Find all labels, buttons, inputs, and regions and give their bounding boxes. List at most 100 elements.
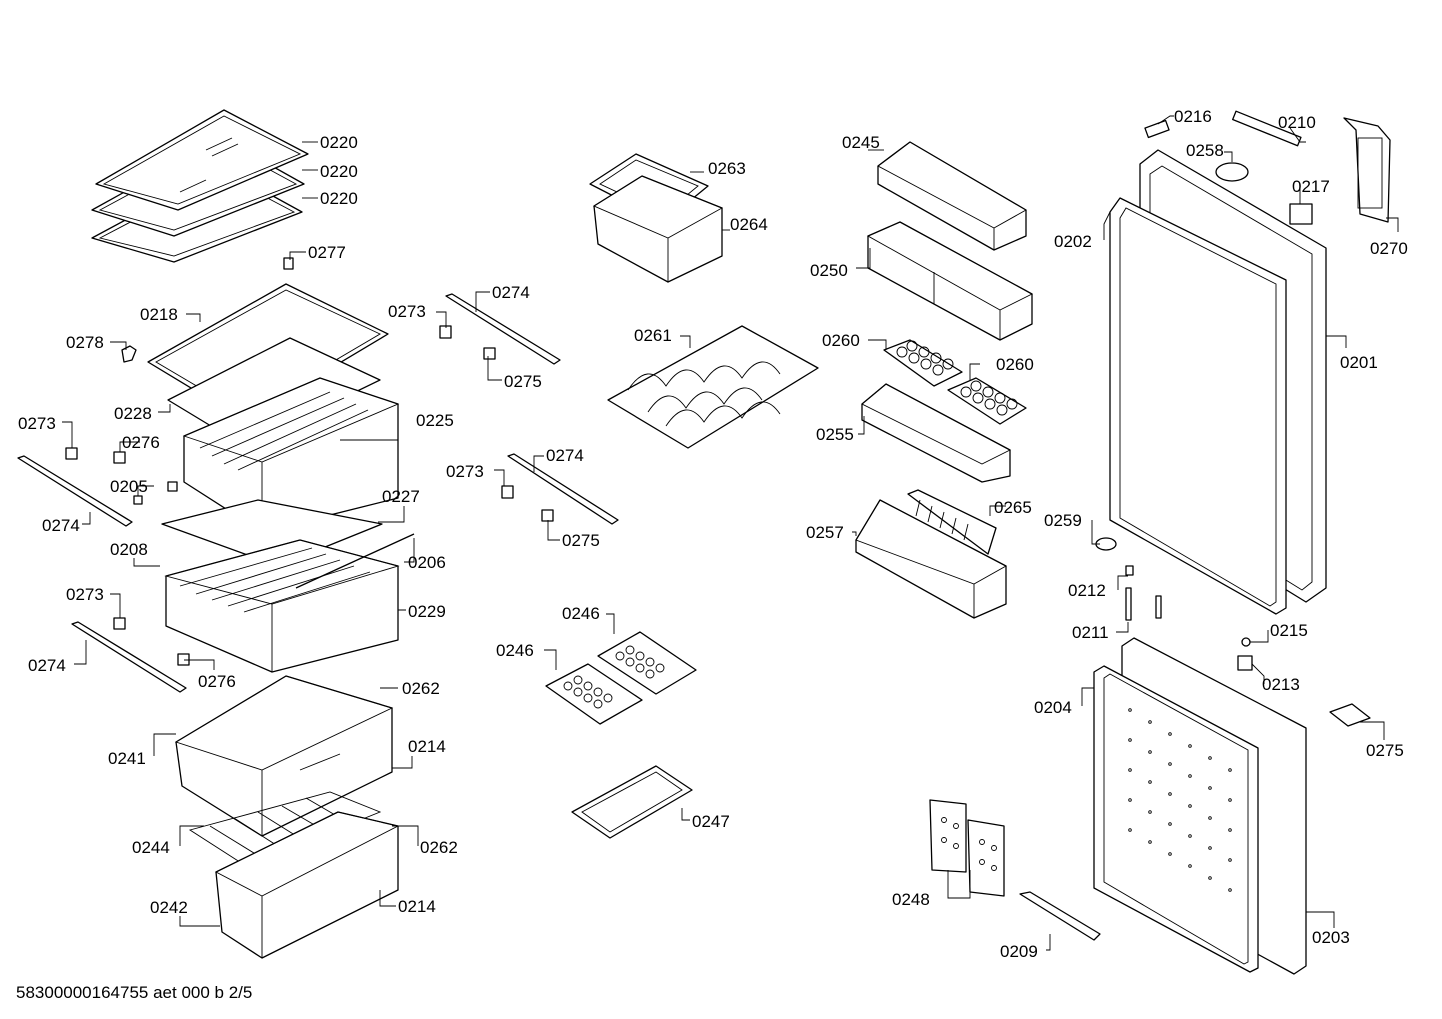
label-0246-b: 0246: [496, 641, 534, 660]
leader-lines: [62, 115, 1399, 951]
label-0273-a: 0273: [18, 414, 56, 433]
label-0247: 0247: [692, 812, 730, 831]
ice-tray-0246-b: [545, 663, 643, 725]
label-0260-b: 0260: [996, 355, 1034, 374]
clip-0277: [283, 257, 294, 270]
label-0241: 0241: [108, 749, 146, 768]
stopper-0205-b: [133, 495, 143, 505]
drawer-0225: [182, 377, 400, 533]
label-0275-b: 0275: [562, 531, 600, 550]
bottle-rack-0261: [607, 325, 819, 449]
label-0210: 0210: [1278, 113, 1316, 132]
label-0250: 0250: [810, 261, 848, 280]
glass-shelf-0220-top: [95, 109, 309, 211]
label-0220-c: 0220: [320, 189, 358, 208]
label-0273-b: 0273: [66, 585, 104, 604]
cold-pack-0248-a: [929, 799, 967, 873]
label-0278: 0278: [66, 333, 104, 352]
label-0215: 0215: [1270, 621, 1308, 640]
runner-rail-0274-center-upper: [445, 293, 561, 365]
ice-tray-0246-a: [597, 631, 697, 695]
label-0274-c: 0274: [492, 283, 530, 302]
label-0275-c: 0275: [1366, 741, 1404, 760]
cover-0258: [1215, 162, 1249, 182]
crisper-drawer-0242: [215, 811, 400, 959]
runner-rail-0274-left-lower: [71, 621, 187, 693]
label-0274-a: 0274: [42, 516, 80, 535]
clip-0275-b: [541, 509, 554, 522]
label-0273-d: 0273: [446, 462, 484, 481]
clip-0275-a: [483, 347, 496, 360]
label-0229: 0229: [408, 602, 446, 621]
trim-strip-0209: [1019, 891, 1101, 941]
clip-0273-b: [113, 617, 126, 630]
divider-0265: [907, 489, 997, 555]
label-0220-b: 0220: [320, 162, 358, 181]
stopper-0205: [167, 481, 178, 492]
label-0261: 0261: [634, 326, 672, 345]
label-0212: 0212: [1068, 581, 1106, 600]
label-0220-a: 0220: [320, 133, 358, 152]
label-0276-b: 0276: [198, 672, 236, 691]
label-0217: 0217: [1292, 177, 1330, 196]
clip-0276-b: [177, 653, 190, 666]
label-0227: 0227: [382, 487, 420, 506]
label-0259: 0259: [1044, 511, 1082, 530]
cold-pack-0248-b: [967, 819, 1005, 897]
cover-0216: [1144, 119, 1170, 139]
label-0263: 0263: [708, 159, 746, 178]
crisper-drawer-0241: [174, 675, 394, 837]
runner-rail-0274-left-upper: [17, 455, 133, 527]
hinge-0270: [1343, 117, 1391, 223]
cover-0275-c: [1329, 703, 1371, 727]
label-0242: 0242: [150, 898, 188, 917]
door-shelf-0245: [877, 141, 1027, 251]
label-0262-a: 0262: [402, 679, 440, 698]
label-0211: 0211: [1072, 623, 1109, 642]
clip-0273-d: [501, 485, 514, 499]
glass-plate-0227: [161, 499, 383, 567]
label-0214-b: 0214: [398, 897, 436, 916]
label-0265: 0265: [994, 498, 1032, 517]
document-footer-code: 58300000164755 aet 000 b 2/5: [16, 983, 252, 1002]
label-0244: 0244: [132, 838, 170, 857]
clip-0273-a: [65, 447, 78, 460]
label-0262-b: 0262: [420, 838, 458, 857]
egg-tray-0260-a: [883, 339, 963, 387]
door-shelf-0257: [855, 499, 1007, 619]
label-0214-a: 0214: [408, 737, 446, 756]
label-0202: 0202: [1054, 232, 1092, 251]
label-0228: 0228: [114, 404, 152, 423]
label-0203: 0203: [1312, 928, 1350, 947]
label-0274-b: 0274: [28, 656, 66, 675]
label-0255: 0255: [816, 425, 854, 444]
egg-tray-0260-b: [947, 377, 1027, 425]
label-0264: 0264: [730, 215, 768, 234]
label-0276-a: 0276: [122, 433, 160, 452]
label-0225: 0225: [416, 411, 454, 430]
label-0248: 0248: [892, 890, 930, 909]
clip-0273-c: [439, 325, 452, 339]
drawer-0229: [164, 539, 400, 673]
label-0206: 0206: [408, 553, 446, 572]
label-0218: 0218: [140, 305, 178, 324]
screw-0211-b: [1155, 595, 1162, 619]
door-shelf-0255: [861, 383, 1011, 483]
label-0204: 0204: [1034, 698, 1072, 717]
washer-0215: [1241, 637, 1251, 647]
label-0208: 0208: [110, 540, 148, 559]
label-0201: 0201: [1340, 353, 1378, 372]
label-0209: 0209: [1000, 942, 1038, 961]
clip-0276-a: [113, 451, 126, 464]
freezer-gasket-0204: [1093, 665, 1259, 973]
label-0274-d: 0274: [546, 446, 584, 465]
rod-0206: [295, 533, 415, 589]
runner-rail-0274-center-lower: [507, 453, 619, 525]
screw-0211-a: [1125, 587, 1132, 621]
label-0275-a: 0275: [504, 372, 542, 391]
ice-box-0264: [593, 175, 724, 283]
label-0245: 0245: [842, 133, 880, 152]
pin-0212: [1125, 565, 1134, 576]
